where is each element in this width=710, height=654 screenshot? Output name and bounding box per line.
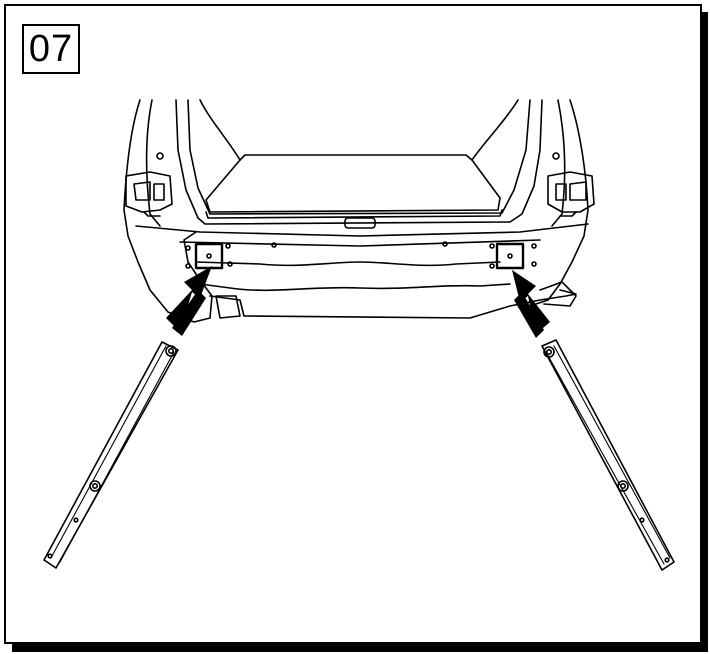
bumper-upper-edge xyxy=(179,239,541,247)
rail-bolt xyxy=(165,345,177,357)
right-mounting-rail xyxy=(541,339,675,571)
bumper-hole xyxy=(531,261,537,267)
frame-shadow-bottom xyxy=(12,644,708,652)
bumper-lower-wave xyxy=(199,283,511,292)
left-body-side-inner xyxy=(145,99,161,227)
valance-left-tab xyxy=(215,295,241,319)
arrow-up-left-icon xyxy=(512,270,550,338)
rail-bolt xyxy=(89,480,101,492)
trunk-lip xyxy=(205,209,503,219)
bumper-top xyxy=(135,223,589,237)
car-rear-view xyxy=(123,99,595,323)
step-number: 07 xyxy=(28,28,74,70)
left-tail-light xyxy=(125,152,173,217)
bumper-hole xyxy=(489,263,495,269)
rail-bolt xyxy=(543,346,555,358)
right-tail-light xyxy=(547,152,595,217)
rail-bolt xyxy=(617,480,629,492)
instruction-frame xyxy=(4,4,702,644)
rail-hole xyxy=(73,517,79,523)
arrow-up-right-icon xyxy=(166,266,212,336)
tailgate-latch xyxy=(344,217,376,229)
bumper-valance xyxy=(209,289,577,319)
right-body-side-inner xyxy=(551,99,566,227)
bumper-hole xyxy=(442,241,448,247)
trunk-floor xyxy=(205,154,501,213)
left-mounting-rail xyxy=(43,341,179,569)
right-body-side xyxy=(529,99,589,307)
tailgate-opening-inner xyxy=(187,99,531,215)
rail-hole xyxy=(664,557,670,563)
rail-hole xyxy=(47,553,53,559)
step-number-box: 07 xyxy=(22,24,80,74)
tailgate-opening-outer xyxy=(175,99,543,225)
bumper-hole xyxy=(227,261,233,267)
trunk-side-left xyxy=(199,99,241,161)
trunk-side-right xyxy=(471,99,519,161)
bumper-hole xyxy=(531,243,537,249)
bumper-hole xyxy=(185,263,191,269)
bumper-mid xyxy=(195,261,501,267)
valance-right-extension xyxy=(539,281,577,307)
rail-hole xyxy=(639,517,645,523)
right-mounting-point xyxy=(495,242,525,270)
bumper-hole xyxy=(271,242,277,248)
bumper-hole xyxy=(185,245,191,251)
frame-shadow-right xyxy=(702,12,708,652)
left-mounting-point xyxy=(194,242,224,270)
bumper-hole xyxy=(225,243,231,249)
bumper-hole xyxy=(489,243,495,249)
